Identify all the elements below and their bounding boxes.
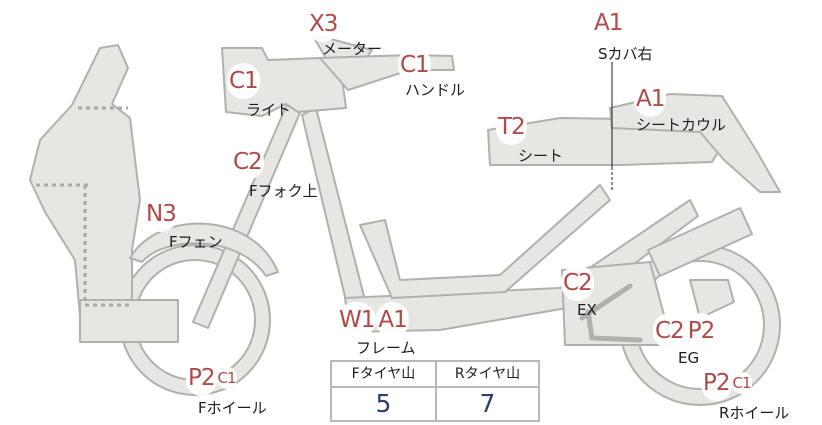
engine-label: EG — [678, 349, 700, 367]
frame-label: フレーム — [356, 339, 416, 357]
frame-marker[interactable]: W1 A1 — [337, 302, 409, 338]
rear-tread-value[interactable]: 7 — [479, 389, 496, 418]
light-marker[interactable]: C1 — [227, 63, 260, 99]
rear-wheel-label: Rホイール — [719, 404, 790, 422]
light-code: C1 — [227, 63, 260, 99]
exhaust-code: C2 — [561, 265, 594, 301]
seat-cowl-marker[interactable]: A1 — [634, 81, 667, 117]
rear-tread-header: Rタイヤ山 — [454, 366, 521, 382]
frame-code-1: W1 — [337, 302, 377, 338]
frame-code-2: A1 — [376, 302, 409, 338]
handle-label: ハンドル — [405, 81, 466, 99]
side-cover-marker[interactable]: A1 — [592, 5, 625, 41]
front-wheel-code-2: C1 — [216, 367, 237, 389]
seat-label: シート — [518, 147, 564, 165]
meter-code: X3 — [307, 6, 340, 42]
seat-marker[interactable]: T2 — [496, 109, 527, 145]
frame-downtube-shape — [301, 107, 369, 319]
exhaust-pipe-shape — [579, 283, 643, 343]
headlight-shape — [221, 47, 347, 117]
handle-code: C1 — [398, 47, 431, 83]
rear-wheel-code-2: C1 — [731, 372, 752, 394]
front-wheel-label: Fホイール — [198, 399, 267, 417]
front-wheel-marker[interactable]: P2 C1 — [186, 360, 237, 396]
fork-upper-code: C2 — [231, 144, 264, 180]
rear-wheel-marker[interactable]: P2 C1 — [701, 365, 752, 401]
seat-code: T2 — [496, 109, 527, 145]
light-label: ライト — [246, 101, 292, 119]
meter-label: メーター — [322, 40, 383, 58]
seat-cowl-label: シートカウル — [636, 116, 727, 134]
front-fender-marker[interactable]: N3 — [144, 196, 178, 232]
side-cover-code: A1 — [592, 5, 625, 41]
seat-cowl-code: A1 — [634, 81, 667, 117]
muffler-shape — [647, 207, 753, 277]
seat-cowl-shape — [609, 93, 781, 193]
side-cover-label: Sカバ右 — [598, 45, 653, 63]
front-wheel-code-1: P2 — [186, 360, 217, 396]
front-tread-value[interactable]: 5 — [375, 389, 392, 418]
exhaust-label: EX — [577, 301, 597, 319]
engine-marker[interactable]: C2 P2 — [653, 313, 717, 349]
front-fender-label: Fフェン — [169, 233, 223, 251]
floor-shape — [79, 299, 179, 343]
fork-upper-label: Fフォク上 — [249, 182, 318, 200]
meter-marker[interactable]: X3 — [307, 6, 340, 42]
exhaust-marker[interactable]: C2 — [561, 265, 594, 301]
rear-wheel-code-1: P2 — [701, 365, 732, 401]
table-column-divider — [435, 362, 437, 420]
tire-tread-table: Fタイヤ山 Rタイヤ山 5 7 — [330, 360, 540, 422]
front-tread-header: Fタイヤ山 — [351, 366, 416, 382]
engine-code-1: C2 — [653, 313, 686, 349]
handle-marker[interactable]: C1 — [398, 47, 431, 83]
engine-code-2: P2 — [685, 313, 717, 349]
front-fender-code: N3 — [144, 196, 178, 232]
fork-upper-marker[interactable]: C2 — [231, 144, 264, 180]
